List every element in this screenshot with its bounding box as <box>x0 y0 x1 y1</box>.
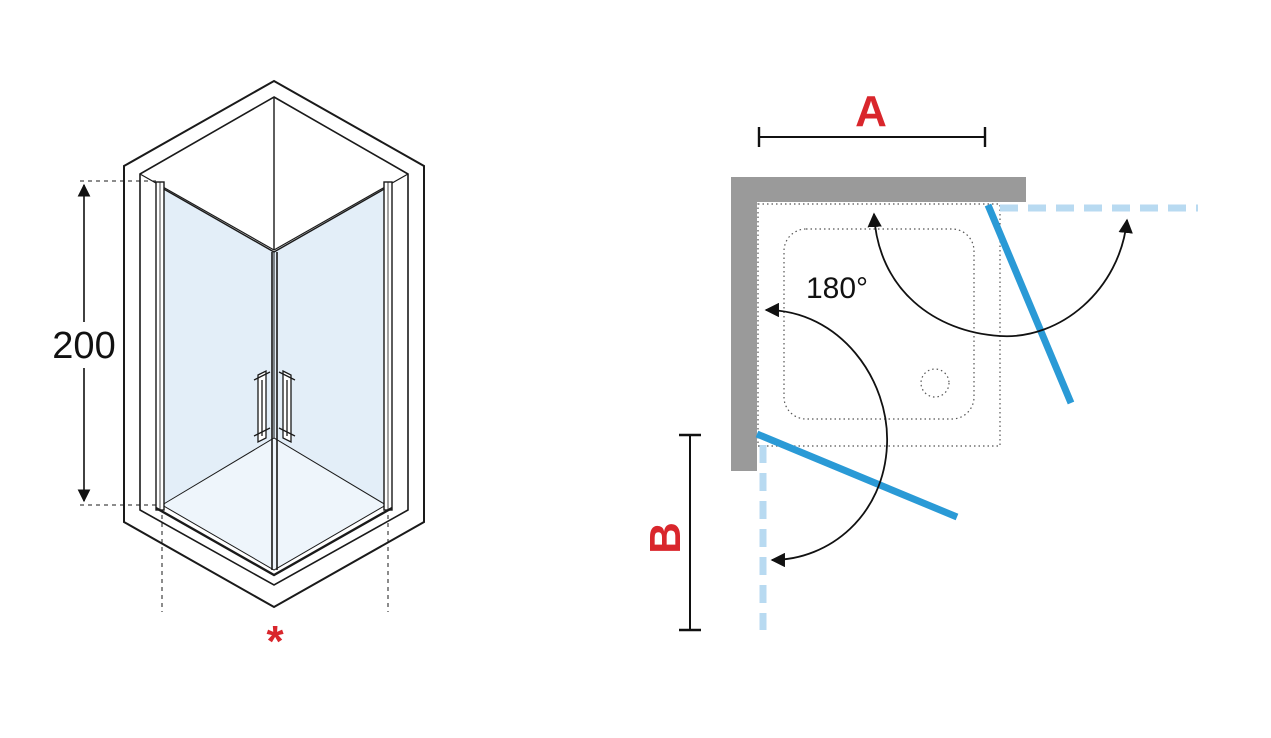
door-panel-top <box>984 203 1075 405</box>
tray-outline <box>757 203 1001 447</box>
swing-arc-top <box>867 212 1133 337</box>
tray-basin <box>783 228 975 420</box>
drain-icon <box>920 368 950 398</box>
door-handles <box>253 369 296 444</box>
wall-corner <box>731 177 1026 471</box>
height-label: 200 <box>52 325 115 367</box>
isometric-view: 200 * <box>48 79 425 666</box>
plan-view: 180° A B <box>641 87 1198 632</box>
door-panel-left <box>755 430 959 521</box>
reference-dashed-lines <box>80 180 389 612</box>
note-asterisk: * <box>266 617 284 666</box>
angle-label: 180° <box>806 272 868 305</box>
swing-arc-left <box>764 302 888 568</box>
dimension-a-label: A <box>855 87 887 136</box>
dimension-b-label: B <box>641 522 690 554</box>
